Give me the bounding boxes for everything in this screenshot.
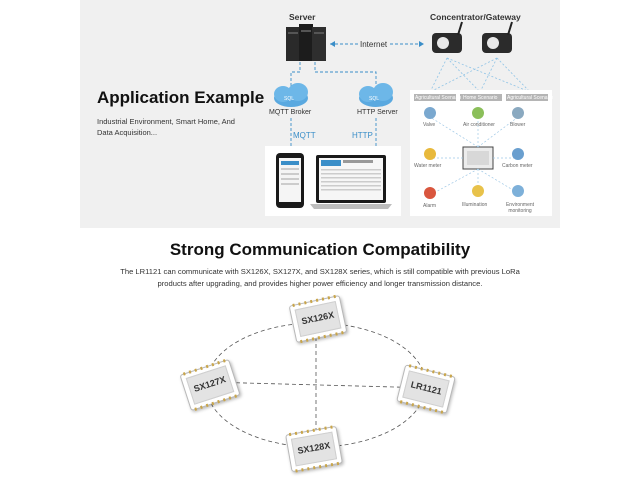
- valve-icon: [424, 107, 436, 119]
- chip-label-sx127x: SX127X: [192, 374, 227, 394]
- phone-icon: [276, 153, 304, 208]
- http-server-label: HTTP Server: [357, 109, 398, 116]
- water-meter-icon: [424, 148, 436, 160]
- cloud-icon-mqtt: [274, 83, 308, 107]
- tab-label-1: Agricultural Scenario: [415, 95, 462, 101]
- internet-label: Internet: [358, 40, 390, 49]
- air-conditioner-icon: [472, 107, 484, 119]
- laptop-icon: [310, 155, 392, 209]
- sql-label-mqtt: SQL: [284, 96, 295, 102]
- gateway-icon-2: [482, 21, 513, 53]
- environment-monitoring-icon: [512, 185, 524, 197]
- device-label-air-conditioner: Air conditioner: [463, 122, 495, 128]
- server-label: Server: [289, 12, 316, 22]
- blower-icon: [512, 107, 524, 119]
- tab-label-3: Agricultural Scenario: [507, 95, 554, 101]
- device-label-water-meter: Water meter: [414, 163, 442, 169]
- chip-sx128x: SX128X: [285, 425, 343, 473]
- gateway-icon-1: [432, 21, 463, 53]
- mqtt-label: MQTT: [293, 131, 316, 140]
- application-description: Industrial Environment, Smart Home, And …: [97, 117, 235, 137]
- chip-label-sx128x: SX128X: [296, 440, 331, 456]
- device-label-alarm: Alarm: [423, 203, 437, 209]
- device-label-carbon-meter: Carbon meter: [502, 163, 533, 169]
- server-icon: [286, 24, 326, 61]
- carbon-meter-icon: [512, 148, 524, 160]
- mqtt-broker-label: MQTT Broker: [269, 109, 312, 116]
- compatibility-title: Strong Communication Compatibility: [169, 240, 471, 259]
- application-title: Application Example: [97, 88, 265, 107]
- device-label-blower: Blower: [510, 122, 526, 128]
- cloud-icon-http: [359, 83, 393, 107]
- module-icon: [462, 146, 494, 170]
- device-label-environment-monitoring: Environment monitoring: [505, 202, 535, 214]
- tab-label-2: Home Scenario: [463, 95, 498, 101]
- chip-label-lr1121: LR1121: [409, 379, 443, 397]
- alarm-icon: [424, 187, 436, 199]
- device-label-valve: Valve: [423, 122, 436, 128]
- network-diagram: [265, 21, 552, 216]
- http-label: HTTP: [352, 131, 373, 140]
- chip-label-sx126x: SX126X: [300, 309, 335, 327]
- compatibility-description: The LR1121 can communicate with SX126X, …: [120, 267, 520, 288]
- sql-label-http: SQL: [369, 96, 380, 102]
- illumination-icon: [472, 185, 484, 197]
- gateway-label: Concentrator/Gateway: [430, 12, 521, 22]
- device-label-illumination: Illumination: [462, 202, 488, 208]
